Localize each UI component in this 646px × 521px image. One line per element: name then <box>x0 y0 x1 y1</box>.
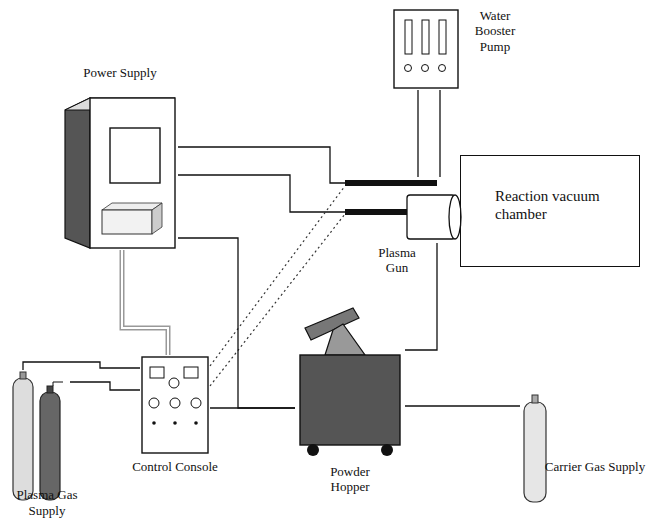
connector-line <box>210 186 345 366</box>
wire-stroke <box>122 250 168 355</box>
wire-stroke <box>122 250 168 355</box>
component-label: Plasma Gas Supply <box>2 487 92 518</box>
component-label: Reaction vacuum chamber <box>495 188 625 223</box>
powder-hopper: Powder Hopper <box>295 300 405 458</box>
component-label: Water Booster Pump <box>464 8 526 54</box>
component-label: Powder Hopper <box>310 464 390 495</box>
component-label: Carrier Gas Supply <box>540 459 646 474</box>
wire-stroke <box>70 382 140 390</box>
wire-stroke <box>178 147 345 183</box>
connector-line <box>178 175 345 212</box>
device-illustration <box>345 177 463 243</box>
wire-stroke <box>178 175 345 212</box>
reaction-chamber: Reaction vacuum chamber <box>460 155 640 267</box>
wire-stroke <box>405 405 520 406</box>
wire-stroke <box>439 90 440 177</box>
connector-line <box>440 90 441 177</box>
component-label: Plasma Gun <box>367 245 427 276</box>
carrier-gas-cylinder: Carrier Gas Supply <box>520 392 550 504</box>
component-label: Power Supply <box>62 65 178 80</box>
device-illustration <box>140 355 210 455</box>
connector-line <box>405 406 520 407</box>
wire-stroke <box>417 90 418 177</box>
connector-line <box>70 382 140 390</box>
device-illustration <box>8 370 70 502</box>
device-illustration <box>295 300 405 458</box>
power-supply: Power Supply <box>62 88 178 250</box>
device-illustration <box>392 8 460 90</box>
device-illustration <box>520 392 550 504</box>
water-booster-pump: Water Booster Pump <box>392 8 460 90</box>
component-label: Control Console <box>130 459 220 474</box>
device-illustration <box>62 88 178 250</box>
wire-stroke <box>210 186 345 366</box>
plasma-gun: Plasma Gun <box>345 177 463 243</box>
wire-stroke <box>23 362 140 370</box>
connector-line <box>178 147 345 183</box>
connector-line <box>122 250 168 355</box>
connector-line <box>418 90 419 177</box>
control-console: Control Console <box>140 355 210 455</box>
plasma-gas-cylinders: Plasma Gas Supply <box>8 370 70 502</box>
connector-line <box>23 362 140 370</box>
